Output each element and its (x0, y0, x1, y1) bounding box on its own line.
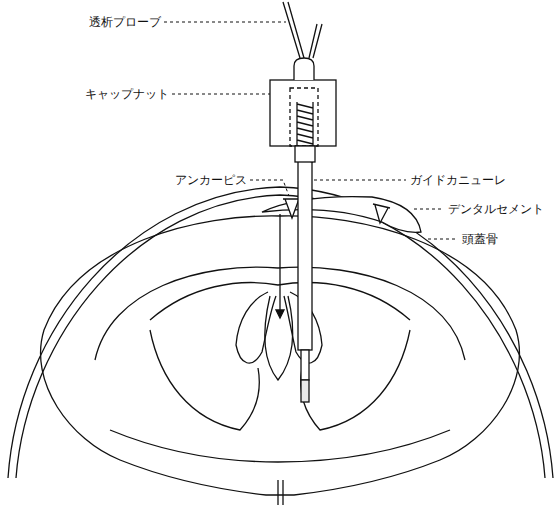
basal-line (110, 430, 450, 462)
dental-cement (262, 197, 421, 233)
probe-membrane (301, 380, 309, 402)
ventral-mark (282, 480, 283, 505)
leader-line (250, 180, 289, 196)
part-label: 頭蓋骨 (461, 231, 499, 247)
cap-nut-bore (290, 88, 318, 146)
leader-line (164, 22, 286, 23)
cannula-collar (295, 146, 315, 162)
leader-line (314, 180, 406, 181)
part-label: アンカーピス (174, 172, 248, 188)
skull-inner (16, 195, 545, 478)
part-label: デンタルセメント (447, 201, 545, 217)
probe-tube (283, 2, 304, 58)
probe-tube (309, 24, 322, 58)
guide-cannula (298, 160, 312, 350)
ventricle-left (236, 292, 276, 363)
anchor-screw (373, 204, 390, 223)
striatum-left (150, 330, 259, 430)
probe-head (294, 58, 314, 80)
midline-arrow (276, 310, 284, 318)
ventral-mark (277, 480, 278, 505)
leader-line (172, 94, 270, 95)
midline (279, 214, 280, 312)
striatum-right (301, 330, 410, 430)
part-label: 透析プローブ (88, 14, 162, 30)
skull (8, 187, 553, 478)
part-label: キャップナット (84, 86, 170, 102)
part-label: ガイドカニューレ (409, 172, 507, 188)
leader-line (414, 209, 444, 210)
probe-shaft (301, 350, 309, 380)
leader-line (428, 239, 458, 240)
septum (265, 296, 293, 380)
